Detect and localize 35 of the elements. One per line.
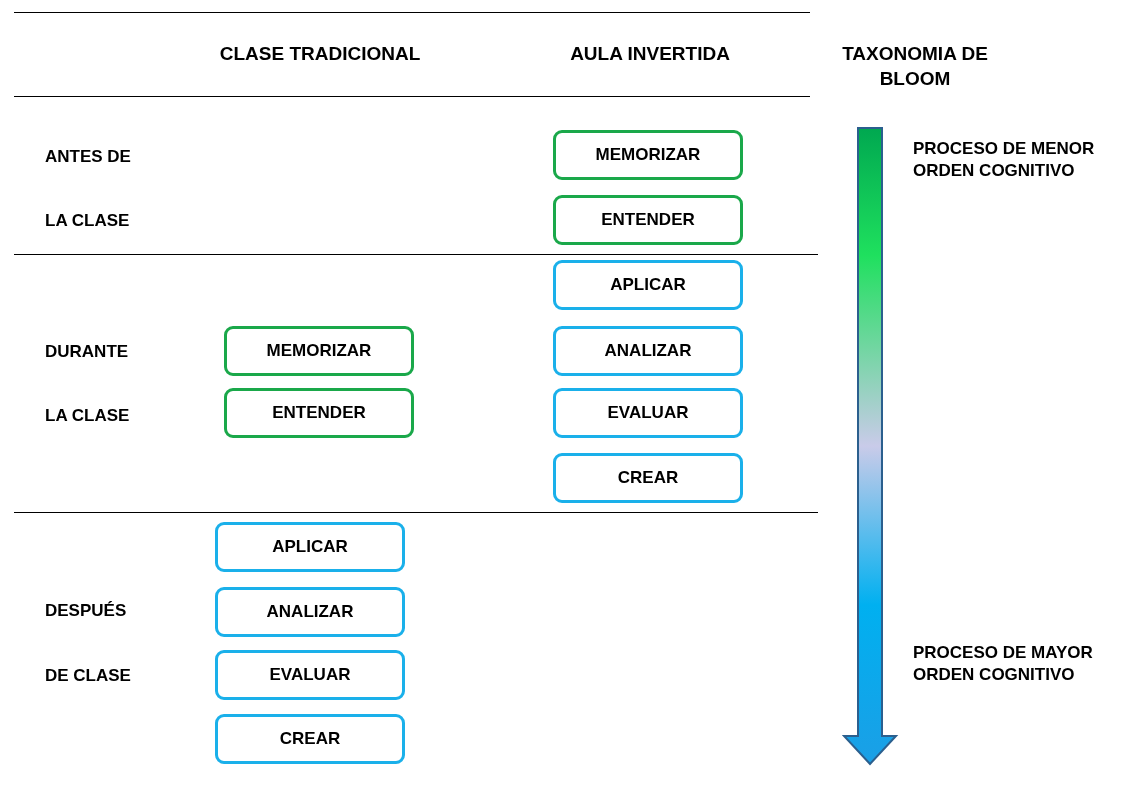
box-text: ENTENDER <box>272 403 366 423</box>
box-text: EVALUAR <box>607 403 689 423</box>
process-box <box>215 650 405 700</box>
box-text: EVALUAR <box>269 665 351 685</box>
box-text: CREAR <box>279 729 341 749</box>
box-text: APLICAR <box>610 275 686 295</box>
row-label: DURANTE <box>45 341 130 363</box>
box-text: ANALIZAR <box>604 341 692 361</box>
box-text: CREAR <box>617 468 679 488</box>
column-header: CLASE TRADICIONAL <box>218 42 422 66</box>
scale-note: PROCESO DE MAYOR ORDEN COGNITIVO <box>913 642 1094 687</box>
row-label: DE CLASE <box>45 665 132 687</box>
row-label: DESPUÉS <box>45 600 128 622</box>
process-box <box>553 130 743 180</box>
process-box <box>224 388 414 438</box>
process-box <box>553 260 743 310</box>
box-text: MEMORIZAR <box>595 145 701 165</box>
box-text: ANALIZAR <box>266 602 354 622</box>
process-box <box>553 326 743 376</box>
column-header: AULA INVERTIDA <box>569 42 731 66</box>
process-box <box>215 714 405 764</box>
process-box <box>553 453 743 503</box>
box-text: MEMORIZAR <box>266 341 372 361</box>
column-header: TAXONOMIA DE BLOOM <box>841 42 989 91</box>
box-text: APLICAR <box>272 537 348 557</box>
row-label: ANTES DE <box>45 146 132 168</box>
process-box <box>553 388 743 438</box>
process-box <box>215 587 405 637</box>
row-label: LA CLASE <box>45 405 131 427</box>
process-box <box>215 522 405 572</box>
scale-note: PROCESO DE MENOR ORDEN COGNITIVO <box>913 138 1096 183</box>
process-box <box>224 326 414 376</box>
process-box <box>553 195 743 245</box>
row-label: LA CLASE <box>45 210 131 232</box>
box-text: ENTENDER <box>601 210 695 230</box>
